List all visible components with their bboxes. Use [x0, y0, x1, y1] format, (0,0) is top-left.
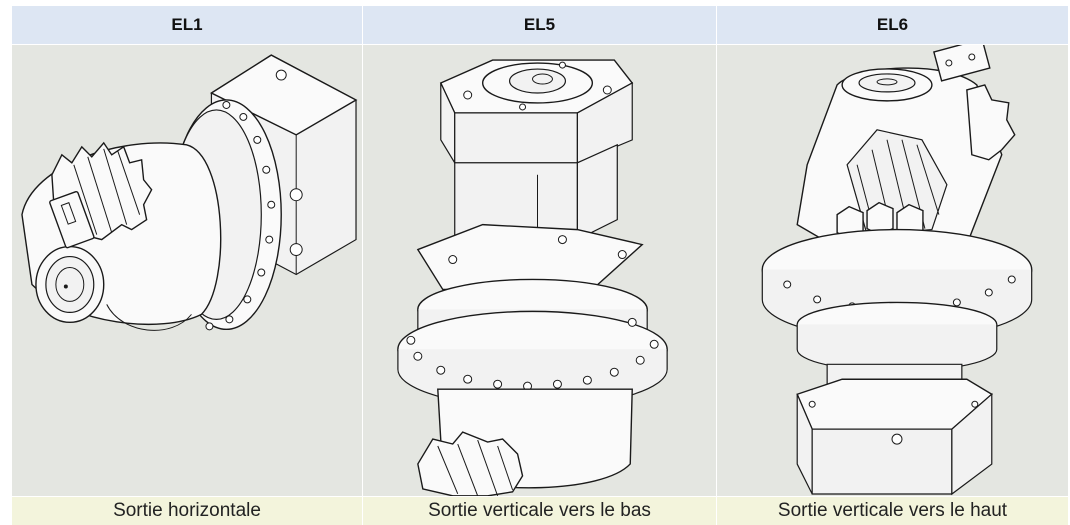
gearbox-horizontal-output-drawing	[21, 54, 358, 331]
gearbox-vertical-down-drawing	[397, 59, 668, 496]
drawing-el5	[363, 44, 717, 496]
caption-el1: Sortie horizontale	[12, 496, 363, 525]
header-el1: EL1	[12, 6, 363, 44]
drawing-el1	[12, 44, 363, 496]
header-el6: EL6	[717, 6, 1068, 44]
gearbox-variants-table: EL1 EL5 EL6	[12, 6, 1068, 525]
header-el5: EL5	[363, 6, 717, 44]
caption-el5: Sortie verticale vers le bas	[363, 496, 717, 525]
caption-el6: Sortie verticale vers le haut	[717, 496, 1068, 525]
drawing-el6	[717, 44, 1068, 496]
gearbox-vertical-up-drawing	[761, 45, 1033, 496]
